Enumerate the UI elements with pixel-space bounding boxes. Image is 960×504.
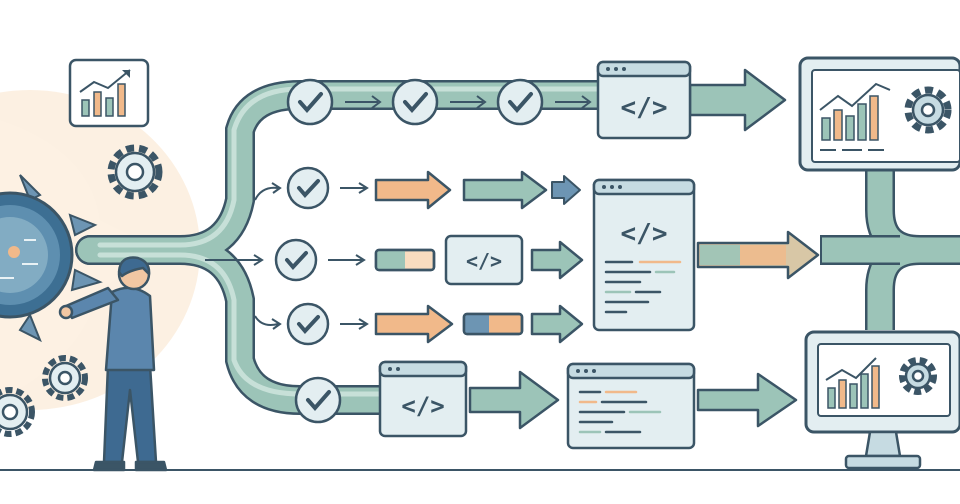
gear-icon (107, 144, 163, 200)
check-circle-icon (496, 78, 544, 126)
main-pipes (75, 80, 615, 415)
orange-arrow (374, 170, 452, 210)
green-arrow (462, 170, 548, 210)
top-pipe-arrow (688, 68, 787, 132)
flow-arrow (205, 254, 264, 266)
row2-steps (254, 166, 581, 210)
code-document-center: </> (592, 178, 696, 332)
code-brackets-icon: </> (621, 219, 668, 249)
bar-chart-icon (79, 69, 131, 117)
code-window: </> (444, 234, 524, 286)
row3-steps: </> (205, 234, 584, 286)
code-brackets-icon: </> (401, 392, 444, 420)
monitor-icon (798, 56, 960, 172)
green-arrow (696, 372, 798, 428)
hub-wheel (0, 174, 103, 343)
check-circle-icon (294, 376, 342, 424)
orange-arrow (374, 304, 454, 344)
green-arrow (530, 304, 584, 344)
check-circle-icon (274, 238, 318, 282)
gear-icon (42, 355, 88, 401)
person-figure (58, 256, 168, 472)
code-window: </> (378, 360, 468, 438)
gear-icon (904, 86, 952, 134)
flow-arrow (254, 182, 282, 201)
check-circle-icon (286, 166, 330, 210)
code-window: </> (596, 60, 692, 140)
bar-chart-icon (819, 82, 891, 141)
flow-arrow (340, 182, 369, 194)
check-circle-icon (286, 302, 330, 346)
flow-arrow (345, 95, 592, 109)
right-connector-pipes (820, 170, 960, 330)
flow-arrow (328, 254, 366, 266)
green-arrow (468, 370, 560, 430)
code-document-bottom (566, 362, 696, 450)
chart-card (68, 58, 150, 128)
check-circle-icon (286, 78, 334, 126)
monitor-icon (804, 330, 960, 470)
bar-chart-icon (825, 357, 880, 409)
row1-steps (286, 78, 592, 126)
code-brackets-icon: </> (466, 249, 502, 273)
row4-steps (254, 302, 584, 346)
monitor-stand (864, 430, 902, 458)
bottom-row: </> (294, 360, 798, 450)
green-arrow (530, 240, 584, 280)
flow-arrow (340, 318, 369, 330)
check-circle-icon (391, 78, 439, 126)
flow-arrow (254, 315, 282, 330)
code-brackets-icon: </> (621, 93, 668, 123)
gear-icon (0, 387, 35, 437)
blue-arrow (551, 175, 581, 205)
gear-icon (899, 357, 937, 395)
